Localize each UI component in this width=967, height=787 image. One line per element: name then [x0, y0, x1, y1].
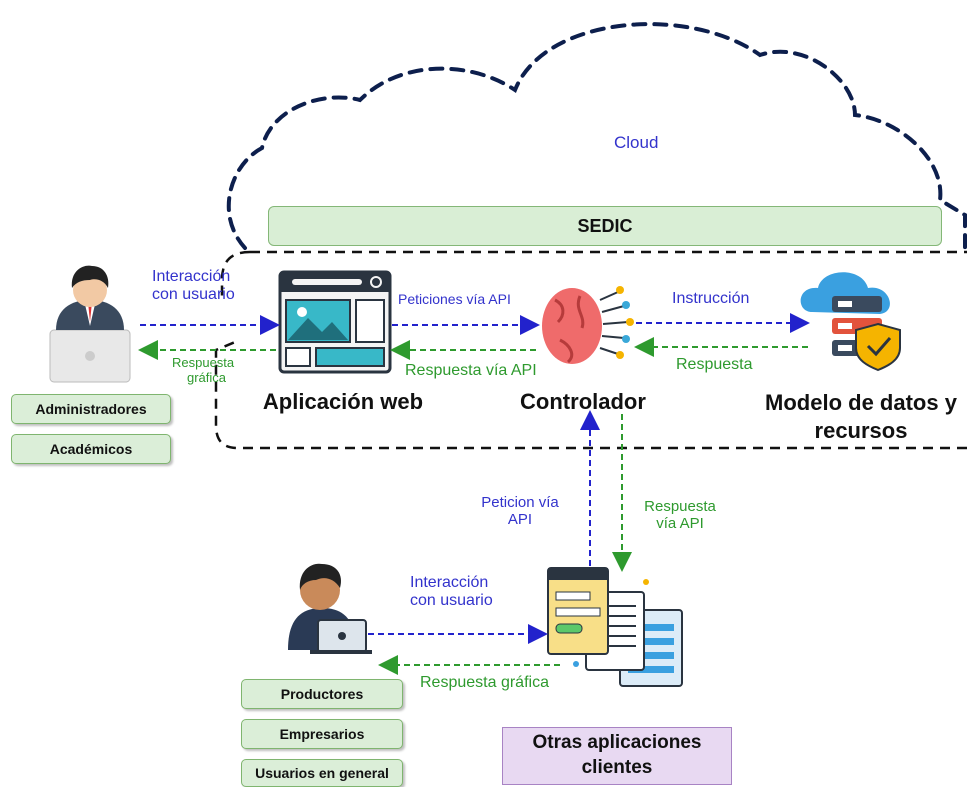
group-administradores: Administradores: [11, 394, 171, 424]
brain-icon: [542, 286, 634, 364]
label-api-request-bottom: Peticion vía API: [481, 494, 559, 529]
label-interaction-top: Interacción con usuario: [152, 268, 235, 304]
label-data-model: Modelo de datos y recursos: [765, 390, 957, 443]
label-api-response-bottom: Respuesta vía API: [644, 498, 716, 533]
cloud-outline: [226, 22, 967, 252]
label-instruction: Instrucción: [672, 290, 750, 307]
client-apps-icon: [547, 567, 683, 687]
general-user-icon: [288, 563, 372, 654]
group-usuarios-general: Usuarios en general: [241, 759, 403, 787]
sedic-banner: SEDIC: [268, 206, 942, 246]
group-empresarios: Empresarios: [241, 719, 403, 749]
label-api-response-top: Respuesta vía API: [405, 362, 537, 379]
group-academicos: Académicos: [11, 434, 171, 464]
label-controller: Controlador: [520, 389, 646, 414]
label-web-app: Aplicación web: [262, 389, 424, 414]
label-api-requests: Peticiones vía API: [398, 291, 511, 307]
admin-user-icon: [49, 265, 131, 383]
label-graphic-response-top: Respuesta gráfica: [172, 355, 235, 385]
database-shield-icon: [800, 272, 901, 372]
label-interaction-bottom: Interacción con usuario: [410, 574, 493, 610]
label-response: Respuesta: [676, 356, 753, 373]
web-app-icon: [278, 270, 392, 374]
cloud-label: Cloud: [614, 133, 659, 152]
group-productores: Productores: [241, 679, 403, 709]
sedic-boundary: [214, 250, 967, 450]
other-apps-box: Otras aplicaciones clientes: [502, 727, 732, 785]
label-graphic-response-bottom: Respuesta gráfica: [420, 674, 549, 691]
